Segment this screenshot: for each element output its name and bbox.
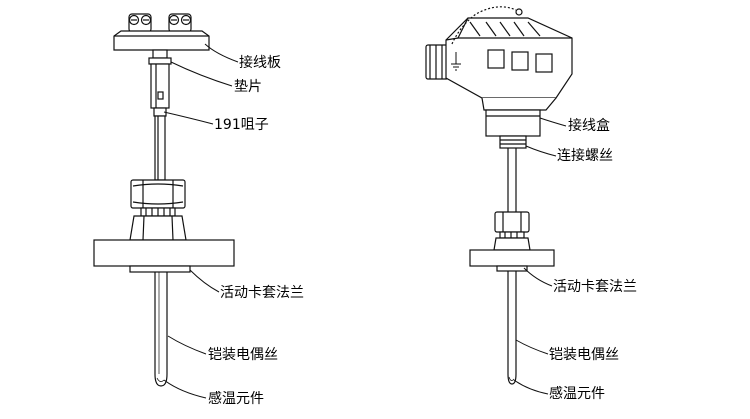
right-sensing-tip — [507, 373, 517, 385]
label-stopper: 191咀子 — [214, 117, 269, 133]
left-terminal-screws — [128, 13, 192, 33]
left-leader-lines — [163, 43, 239, 399]
right-connecting-thread — [499, 135, 527, 149]
right-leader-lines — [513, 117, 567, 395]
left-hex-nut — [129, 179, 187, 241]
left-armored-wire — [154, 272, 168, 374]
right-armored-wire — [507, 271, 517, 374]
label-left-armored-wire: 铠装电偶丝 — [208, 347, 278, 363]
right-junction-box — [425, 6, 573, 137]
left-gasket — [148, 57, 172, 65]
left-terminal-board — [113, 30, 210, 59]
label-connecting-thread: 连接螺丝 — [557, 148, 613, 164]
left-flange — [93, 239, 235, 273]
label-right-flange: 活动卡套法兰 — [553, 279, 637, 295]
right-hex-nut — [493, 211, 531, 251]
right-flange — [469, 249, 555, 272]
label-gasket: 垫片 — [234, 79, 262, 95]
left-upper-tube — [154, 115, 166, 181]
right-thermocouple — [425, 6, 573, 395]
label-terminal-board: 接线板 — [239, 55, 281, 71]
right-upper-tube — [507, 148, 517, 212]
label-right-armored-wire: 铠装电偶丝 — [549, 347, 619, 363]
label-junction-box: 接线盒 — [568, 118, 610, 134]
label-right-sensing-element: 感温元件 — [549, 386, 605, 402]
left-thermocouple — [93, 13, 239, 399]
label-left-sensing-element: 感温元件 — [208, 391, 264, 407]
left-sensing-tip — [154, 373, 168, 387]
label-left-flange: 活动卡套法兰 — [220, 285, 304, 301]
left-stopper — [150, 63, 170, 117]
